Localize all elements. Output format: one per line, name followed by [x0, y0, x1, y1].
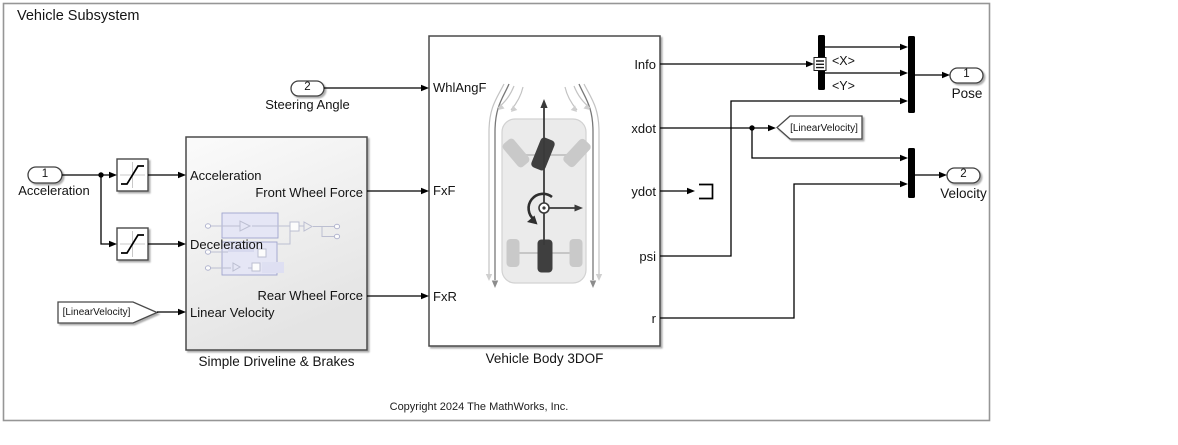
- vehicle-port-info: Info: [634, 57, 656, 72]
- mux-velocity[interactable]: [908, 148, 915, 198]
- vehicle-port-psi: psi: [639, 249, 656, 264]
- outport-2-label: Velocity: [940, 186, 987, 201]
- from-tag-linearvelocity[interactable]: [57, 301, 159, 324]
- goto-tag-linearvelocity[interactable]: [776, 115, 863, 140]
- driveline-port-deceleration: Deceleration: [190, 237, 263, 252]
- outport-2-oval[interactable]: [946, 167, 981, 184]
- mux-pose[interactable]: [908, 36, 915, 113]
- saturation-icon: [120, 231, 145, 257]
- vehicle-port-fxf: FxF: [433, 183, 456, 198]
- vehicle-port-fxr: FxR: [433, 289, 457, 304]
- vehicle-block-name: Vehicle Body 3DOF: [485, 351, 604, 366]
- goto-tag-label: [LinearVelocity]: [790, 122, 858, 134]
- vehicle-port-r: r: [651, 311, 656, 326]
- bus-signal-y-label: <Y>: [832, 79, 855, 93]
- vehicle-port-ydot: ydot: [631, 184, 656, 199]
- wire-acceleration-branch: [100, 175, 110, 245]
- wire-xdot-branch: [751, 128, 901, 159]
- copyright-note: Copyright 2024 The MathWorks, Inc.: [389, 401, 569, 413]
- bus-selector-icon: [813, 57, 827, 71]
- vehicle-port-xdot: xdot: [631, 121, 656, 136]
- inport-2-number: 2: [304, 81, 311, 93]
- wire-arrowheads: [98, 43, 950, 316]
- saturation-block-2[interactable]: [116, 227, 149, 261]
- wire-psi: [660, 100, 901, 257]
- terminator-icon[interactable]: [699, 183, 714, 200]
- outport-2-number: 2: [960, 168, 967, 180]
- inport-1-label: Acceleration: [18, 183, 90, 198]
- saturation-block-1[interactable]: [116, 158, 149, 192]
- inport-1-number: 1: [41, 168, 49, 180]
- bus-selector[interactable]: [813, 35, 827, 90]
- saturation-icon: [120, 162, 145, 188]
- driveline-port-linear-velocity: Linear Velocity: [190, 305, 275, 320]
- wire-r: [660, 183, 901, 319]
- outport-1-oval[interactable]: [949, 67, 984, 84]
- driveline-port-rear-wheel-force: Rear Wheel Force: [257, 288, 363, 303]
- bus-signal-x-label: <X>: [832, 54, 855, 68]
- outport-1-number: 1: [963, 68, 970, 80]
- driveline-port-front-wheel-force: Front Wheel Force: [255, 185, 363, 200]
- subsystem-preview-icon: [204, 212, 341, 276]
- driveline-block-name: Simple Driveline & Brakes: [198, 354, 355, 369]
- vehicle-body-icon: [485, 83, 603, 288]
- branch-dot: [749, 125, 755, 131]
- vehicle-port-whlangf: WhlAngF: [433, 80, 487, 95]
- signal-wires[interactable]: [62, 46, 943, 319]
- outport-1-label: Pose: [951, 86, 983, 101]
- branch-dot: [98, 172, 104, 178]
- driveline-port-acceleration: Acceleration: [190, 168, 262, 183]
- inport-2-label: Steering Angle: [265, 97, 350, 112]
- subsystem-title: Vehicle Subsystem: [17, 8, 140, 24]
- from-tag-label: [LinearVelocity]: [62, 306, 131, 318]
